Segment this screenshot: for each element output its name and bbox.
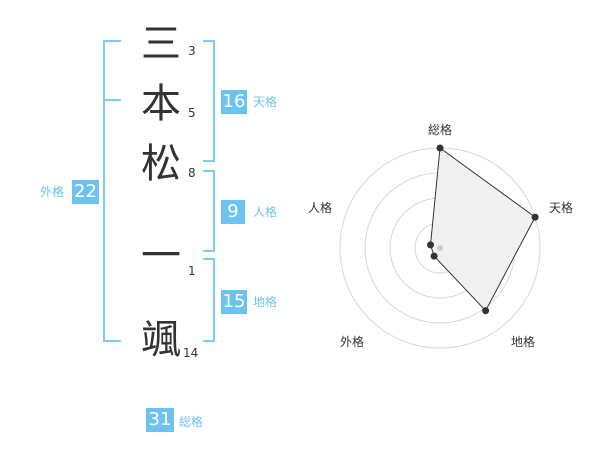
radar-point-1 <box>436 144 444 152</box>
stroke-count-4: 1 <box>188 264 196 278</box>
radar-chart: 総格 天格 地格 外格 人格 <box>308 122 573 349</box>
radar-point-4 <box>430 252 438 260</box>
stroke-count-2: 5 <box>188 106 196 120</box>
chikaku-label: 地格 <box>253 295 278 309</box>
radar-center <box>437 245 443 251</box>
name-char-2: 本 <box>141 81 181 127</box>
radar-axis-label-jinkaku: 人格 <box>308 200 332 215</box>
radar-area <box>429 147 536 312</box>
chikaku-bracket <box>203 258 215 342</box>
soukaku-score: 31 <box>146 408 174 432</box>
tenkaku-bracket <box>203 40 215 162</box>
gaikaku-bracket-tick <box>105 99 121 101</box>
radar-axis-label-chikaku: 地格 <box>511 334 535 349</box>
radar-axis-label-soukaku: 総格 <box>428 122 452 137</box>
stroke-count-1: 3 <box>188 44 196 58</box>
radar-axis-label-tenkaku: 天格 <box>549 200 573 215</box>
chikaku-score: 15 <box>221 290 247 314</box>
radar-point-5 <box>427 241 434 249</box>
radar-point-2 <box>531 213 539 221</box>
gaikaku-bracket <box>103 40 121 342</box>
stroke-count-3: 8 <box>188 166 196 180</box>
stroke-count-5: 14 <box>183 346 199 360</box>
radar-axis-label-gaikaku: 外格 <box>340 334 364 349</box>
tenkaku-score: 16 <box>221 90 247 114</box>
soukaku-label: 総格 <box>179 415 204 429</box>
gaikaku-label: 外格 <box>40 185 65 199</box>
radar-points <box>427 144 539 315</box>
tenkaku-label: 天格 <box>253 95 278 109</box>
name-char-5: 颯 <box>141 317 181 363</box>
name-char-1: 三 <box>141 21 181 67</box>
radar-point-3 <box>482 307 490 315</box>
name-char-4: 一 <box>141 233 181 279</box>
jinkaku-label: 人格 <box>253 205 278 219</box>
jinkaku-bracket <box>203 170 215 252</box>
name-char-3: 松 <box>141 141 181 187</box>
gaikaku-score: 22 <box>72 180 99 204</box>
jinkaku-score: 9 <box>221 200 245 224</box>
